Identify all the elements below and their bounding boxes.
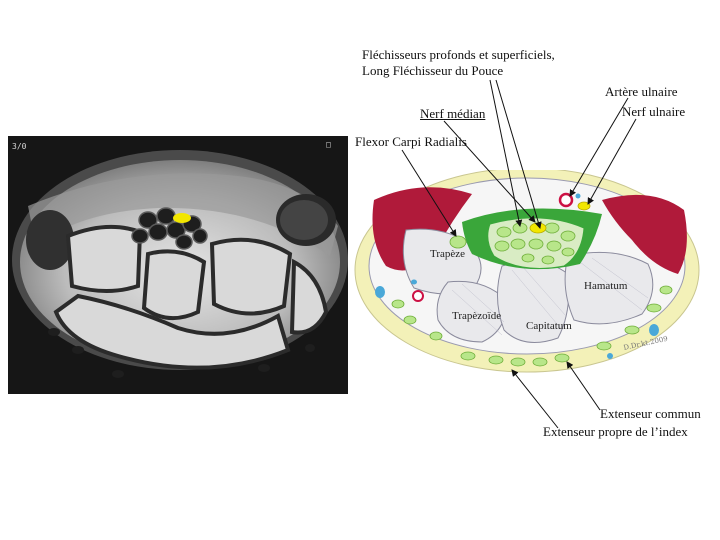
- label-flexor-carpi-radialis: Flexor Carpi Radialis: [355, 134, 467, 149]
- median-nerve: [529, 222, 547, 234]
- hypothenar-muscle: [602, 194, 687, 274]
- label-artere-ulnaire: Artère ulnaire: [605, 84, 678, 99]
- label-flechisseurs-line1: Fléchisseurs profonds et superficiels,: [362, 47, 555, 62]
- bone-trapezoide: [436, 280, 507, 343]
- mri-scan-graphic: [8, 136, 348, 394]
- ulnar-nerve: [577, 201, 591, 211]
- label-capitatum: Capitatum: [526, 320, 572, 332]
- fcr-tendon: [449, 235, 467, 249]
- label-nerf-median: Nerf médian: [420, 106, 486, 121]
- radial-artery: [412, 290, 424, 302]
- mri-corner-text-right: □: [326, 140, 331, 149]
- flexor-tendons: [494, 222, 576, 265]
- carpal-tunnel-cross-section: D.Dr.kt.2009: [354, 167, 700, 373]
- anatomy-illustration: D.Dr.kt.2009 Trapèze Trapèzoïde Capitatu…: [352, 167, 702, 380]
- mri-image: 3/0 □: [8, 136, 348, 394]
- label-extenseur-commun: Extenseur commun: [600, 406, 701, 421]
- mri-median-nerve-highlight: [173, 213, 191, 223]
- label-trapeze: Trapèze: [430, 248, 466, 260]
- cephalic-vein: [375, 286, 385, 298]
- extensor-tendons: [391, 285, 673, 367]
- bone-hamatum: [564, 251, 654, 325]
- label-hamatum: Hamatum: [584, 280, 628, 292]
- mri-corner-text-left: 3/0: [12, 142, 27, 151]
- ulnar-artery: [558, 192, 574, 208]
- label-nerf-ulnaire: Nerf ulnaire: [622, 104, 686, 119]
- label-extenseur-propre: Extenseur propre de l’index: [543, 424, 688, 439]
- basilic-vein: [649, 324, 659, 336]
- label-trapezoide: Trapèzoïde: [452, 310, 502, 322]
- label-flechisseurs-line2: Long Fléchisseur du Pouce: [362, 63, 504, 78]
